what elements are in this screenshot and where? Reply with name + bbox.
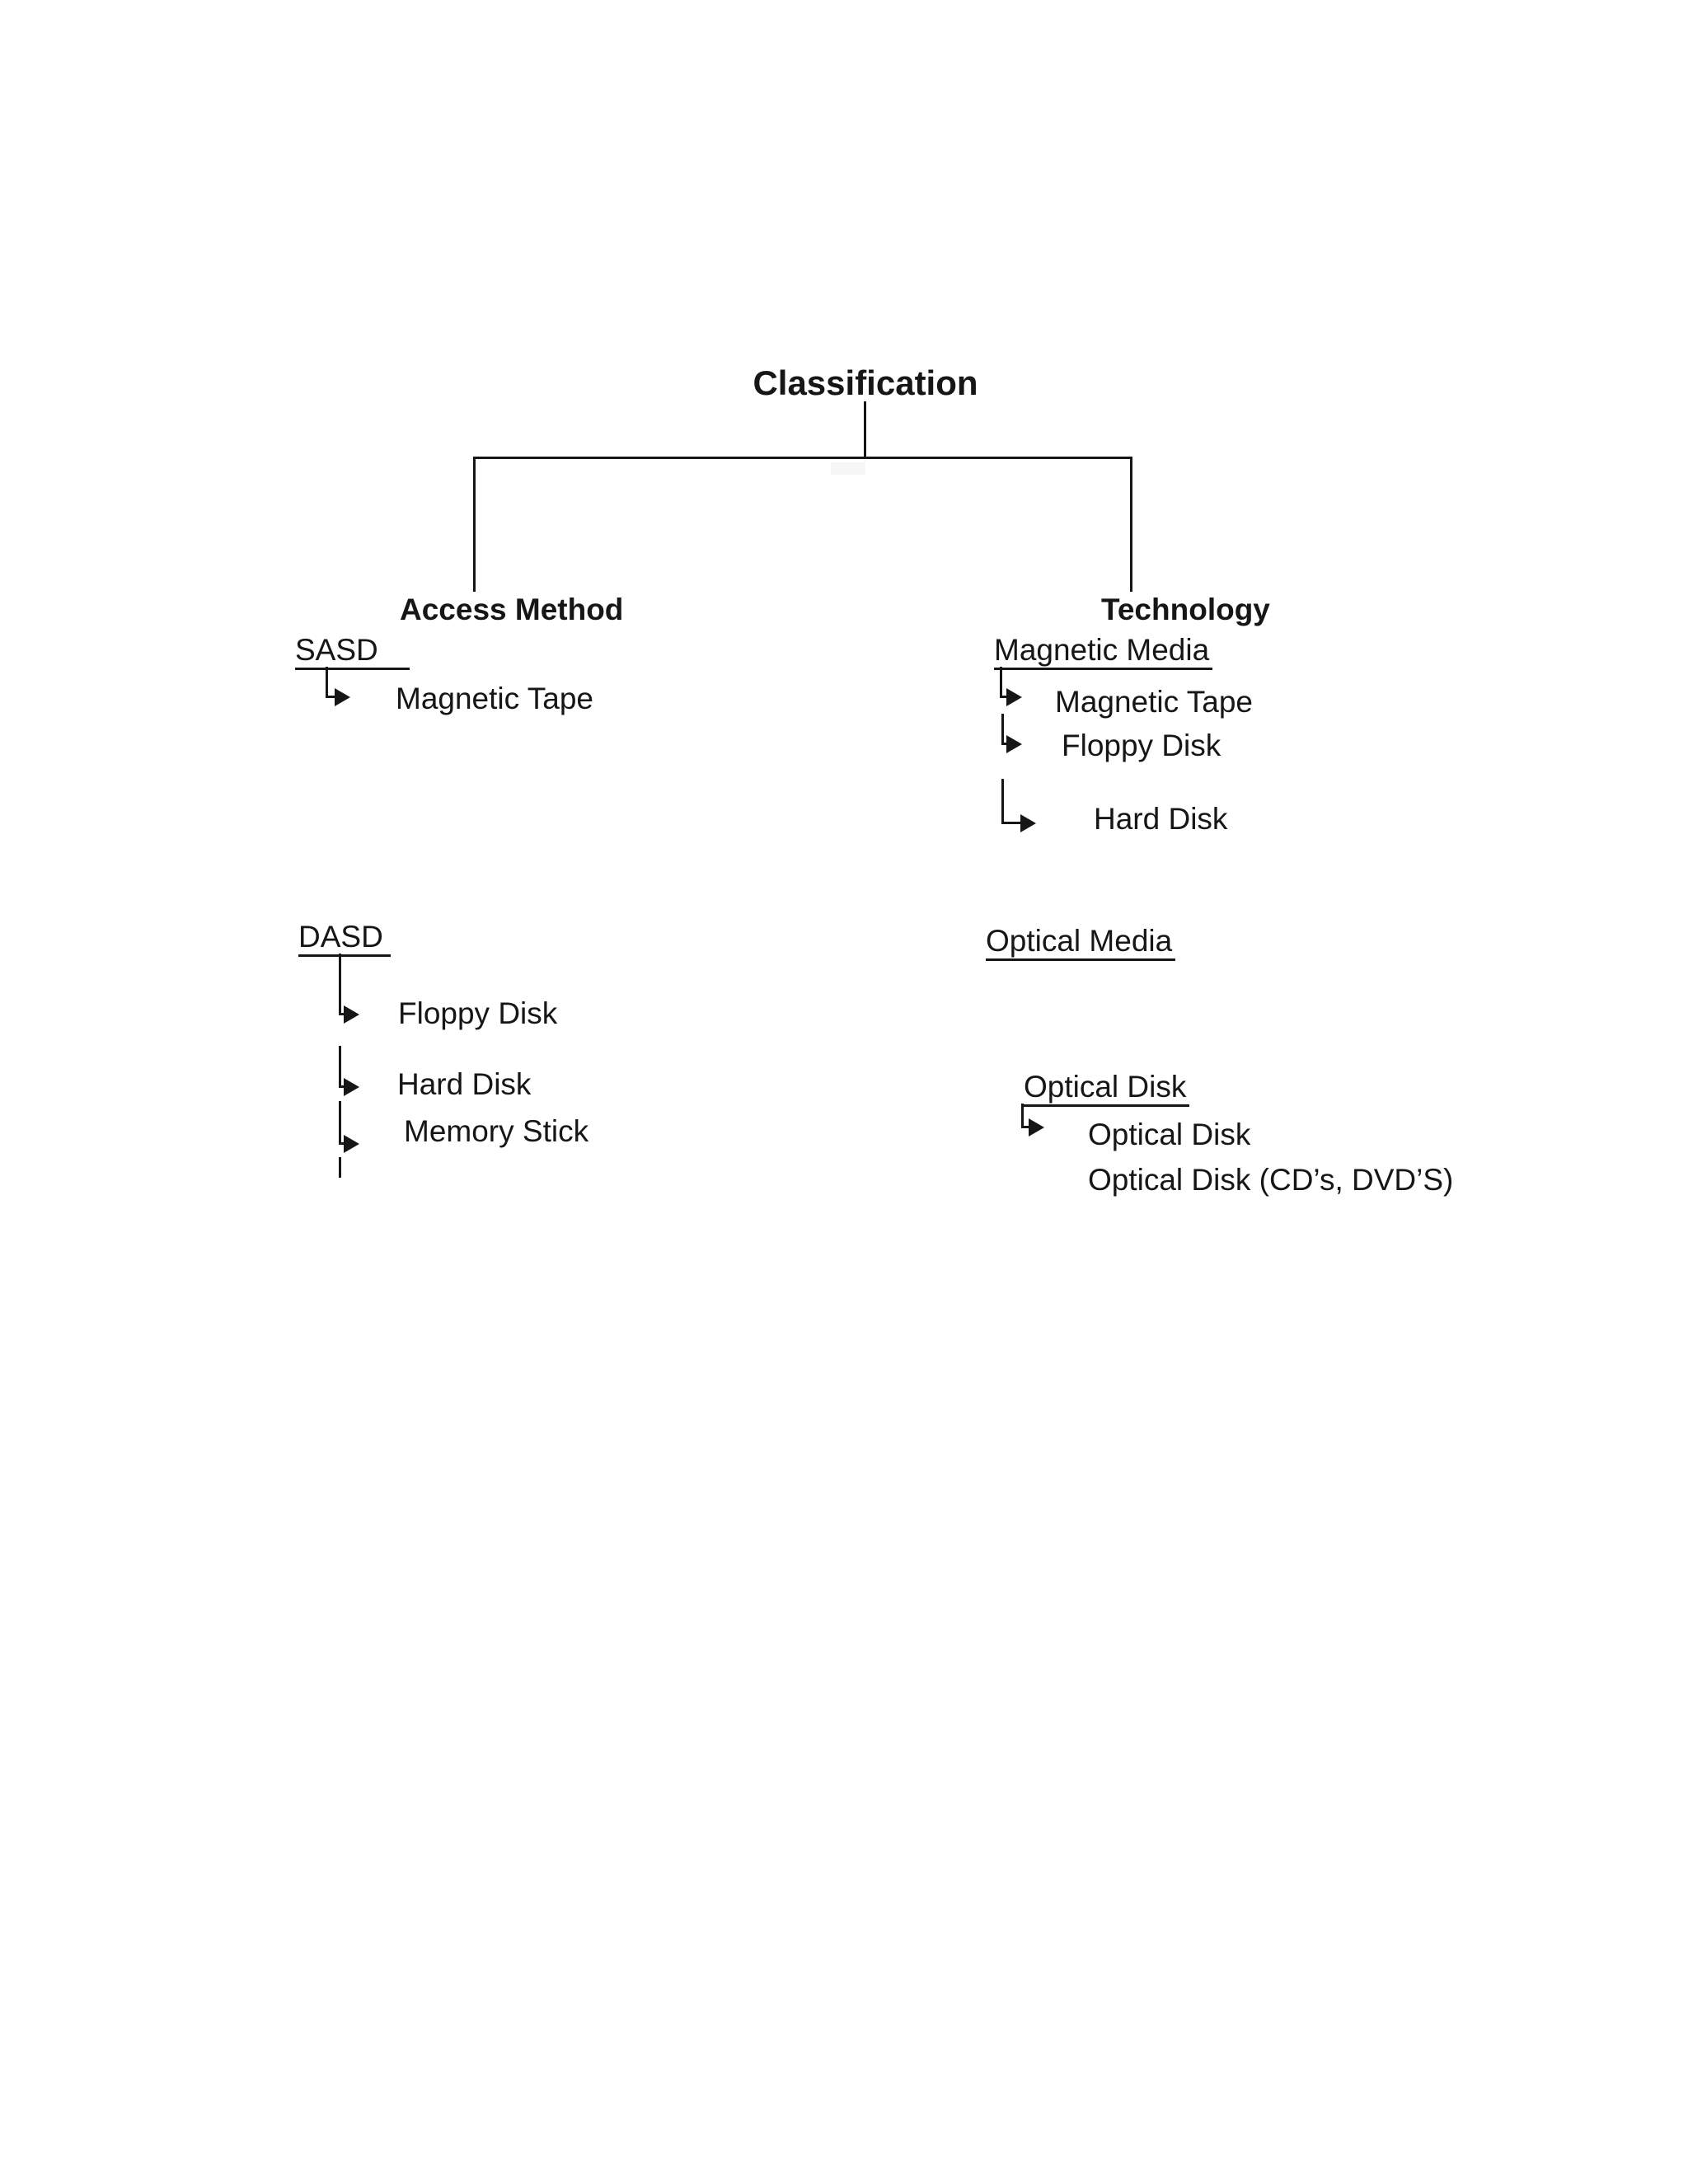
node-dasd-hard-disk: Hard Disk	[397, 1067, 532, 1101]
arrow-right-icon	[344, 1078, 359, 1096]
connector-root-stem	[864, 401, 866, 457]
node-dasd-memory-stick: Memory Stick	[404, 1114, 589, 1148]
connector-magmedia-hline-2	[1001, 743, 1010, 745]
branch-label-access-method: Access Method	[400, 593, 624, 626]
connector-magmedia-vline-3	[1001, 779, 1004, 824]
diagram-title: Classification	[753, 363, 978, 402]
connector-dasd-vline-2	[339, 1046, 341, 1087]
connector-magmedia-hline-1	[1000, 696, 1010, 698]
arrow-right-icon	[344, 1135, 359, 1153]
arrow-right-icon	[1006, 688, 1022, 706]
connector-dasd-stub	[339, 1157, 341, 1178]
group-header-magnetic-media: Magnetic Media	[994, 633, 1213, 670]
group-header-sasd-text: SASD	[295, 633, 410, 670]
group-header-sasd: SASD	[295, 633, 410, 670]
connector-magmedia-vline-2	[1001, 714, 1004, 745]
branch-label-technology: Technology	[1101, 593, 1270, 626]
group-header-optical-disk: Optical Disk	[1024, 1070, 1190, 1107]
node-magmedia-floppy-disk: Floppy Disk	[1062, 729, 1221, 762]
scan-artifact	[831, 462, 865, 475]
node-sasd-magnetic-tape: Magnetic Tape	[396, 682, 593, 715]
group-header-dasd: DASD	[298, 920, 391, 957]
connector-root-crossbar	[473, 457, 1132, 459]
connector-right-drop	[1130, 457, 1132, 592]
node-optical-disk-cds-dvds: Optical Disk (CD’s, DVD’S)	[1088, 1163, 1454, 1197]
connector-magmedia-hline-3	[1001, 822, 1023, 824]
group-header-optical-media-text: Optical Media	[986, 924, 1176, 961]
connector-dasd-hline-2	[339, 1085, 348, 1088]
connector-optical-hline	[1021, 1126, 1030, 1128]
connector-dasd-vline-1	[339, 954, 341, 1015]
arrow-right-icon	[1020, 814, 1036, 832]
group-header-magnetic-media-text: Magnetic Media	[994, 633, 1213, 670]
connector-dasd-hline-1	[339, 1013, 348, 1015]
node-magmedia-magnetic-tape: Magnetic Tape	[1055, 685, 1253, 719]
arrow-right-icon	[344, 1005, 359, 1024]
connector-sasd-vline	[326, 667, 328, 697]
connector-magmedia-vline-1	[1000, 667, 1002, 697]
connector-optical-vline	[1021, 1104, 1024, 1128]
connector-dasd-hline-3	[339, 1142, 348, 1145]
node-magmedia-hard-disk: Hard Disk	[1094, 802, 1228, 836]
connector-sasd-hline	[326, 696, 337, 698]
arrow-right-icon	[1029, 1118, 1044, 1137]
group-header-optical-media: Optical Media	[986, 924, 1176, 961]
group-header-optical-disk-text: Optical Disk	[1024, 1070, 1190, 1107]
connector-dasd-vline-3	[339, 1101, 341, 1144]
group-header-dasd-text: DASD	[298, 920, 391, 957]
arrow-right-icon	[335, 688, 350, 706]
arrow-right-icon	[1006, 735, 1022, 753]
node-dasd-floppy-disk: Floppy Disk	[398, 996, 558, 1030]
connector-left-drop	[473, 457, 476, 592]
node-optical-disk: Optical Disk	[1088, 1118, 1251, 1151]
